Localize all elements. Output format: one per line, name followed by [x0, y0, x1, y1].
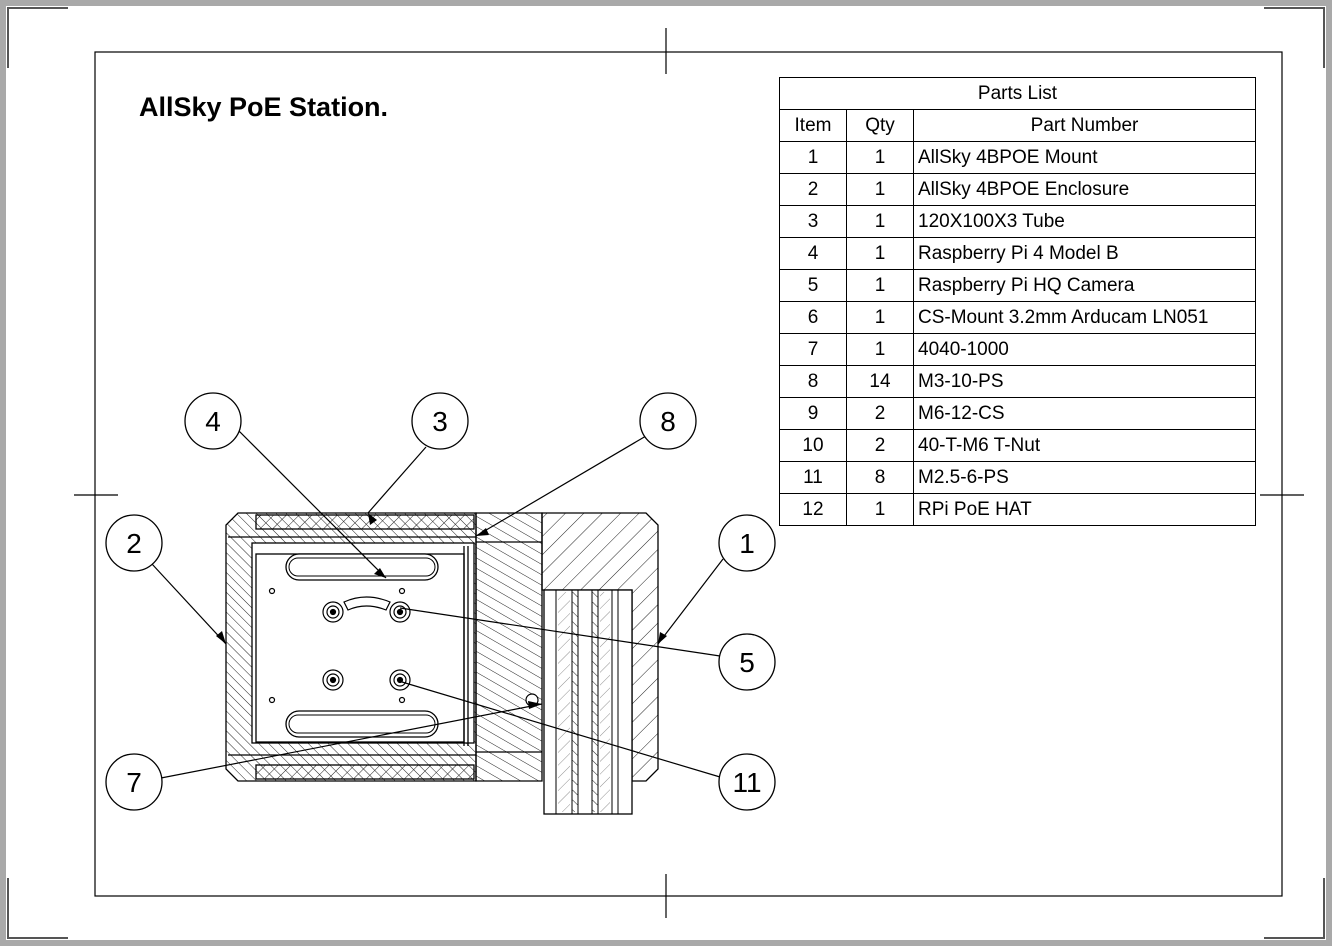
- item-cell: 12: [779, 493, 847, 526]
- item-cell: 6: [779, 301, 847, 334]
- balloon-label: 8: [660, 406, 676, 437]
- item-cell: 9: [779, 397, 847, 430]
- part-number-cell: Raspberry Pi HQ Camera: [913, 269, 1256, 302]
- qty-cell: 1: [846, 237, 914, 270]
- item-cell: 7: [779, 333, 847, 366]
- qty-cell: 1: [846, 269, 914, 302]
- center-marks: [74, 28, 1304, 918]
- leader-lines: [151, 421, 724, 779]
- item-cell: 11: [779, 461, 847, 494]
- tube-top: [255, 514, 475, 530]
- qty-cell: 1: [846, 141, 914, 174]
- balloon-label: 5: [739, 647, 755, 678]
- qty-cell: 1: [846, 173, 914, 206]
- technical-drawing: 4 3 8 2 1 5 7 11: [7, 7, 1325, 939]
- standoffs: [268, 587, 539, 707]
- tube-bottom: [255, 764, 475, 780]
- balloon-label: 3: [432, 406, 448, 437]
- balloon-11: [718, 753, 776, 811]
- balloon-label: 1: [739, 528, 755, 559]
- qty-cell: 8: [846, 461, 914, 494]
- part-number-cell: 4040-1000: [913, 333, 1256, 366]
- item-cell: 8: [779, 365, 847, 398]
- item-cell: 1: [779, 141, 847, 174]
- mount-middle: [475, 512, 543, 782]
- balloon-7: [105, 753, 163, 811]
- balloon-label: 7: [126, 767, 142, 798]
- trim-marks: [7, 7, 1325, 939]
- part-number-cell: RPi PoE HAT: [913, 493, 1256, 526]
- part-number-cell: 120X100X3 Tube: [913, 205, 1256, 238]
- column-header-part-number: Part Number: [913, 109, 1256, 142]
- part-number-cell: Raspberry Pi 4 Model B: [913, 237, 1256, 270]
- balloon-2: [105, 514, 163, 572]
- balloon-8: [639, 392, 697, 450]
- item-cell: 5: [779, 269, 847, 302]
- part-number-cell: AllSky 4BPOE Mount: [913, 141, 1256, 174]
- part-number-cell: M6-12-CS: [913, 397, 1256, 430]
- part-number-cell: M3-10-PS: [913, 365, 1256, 398]
- balloon-5: [718, 633, 776, 691]
- qty-cell: 2: [846, 429, 914, 462]
- qty-cell: 1: [846, 301, 914, 334]
- balloon-3: [411, 392, 469, 450]
- section-view: [225, 512, 659, 815]
- balloon-label: 4: [205, 406, 221, 437]
- balloon-labels: 4 3 8 2 1 5 7 11: [126, 406, 761, 798]
- balloon-4: [184, 392, 242, 450]
- drawing-title: AllSky PoE Station.: [139, 92, 389, 122]
- balloon-1: [718, 514, 776, 572]
- balloon-label: 2: [126, 528, 142, 559]
- qty-cell: 1: [846, 205, 914, 238]
- qty-cell: 1: [846, 493, 914, 526]
- leader-arrows: [216, 513, 667, 709]
- balloons: [105, 392, 776, 811]
- drawing-border: [94, 51, 1283, 897]
- part-number-cell: AllSky 4BPOE Enclosure: [913, 173, 1256, 206]
- extrusion-4040: [543, 589, 633, 815]
- part-number-cell: M2.5-6-PS: [913, 461, 1256, 494]
- balloon-label: 11: [732, 767, 761, 798]
- item-cell: 3: [779, 205, 847, 238]
- part-number-cell: 40-T-M6 T-Nut: [913, 429, 1256, 462]
- qty-cell: 2: [846, 397, 914, 430]
- drawing-sheet: 4 3 8 2 1 5 7 11 AllSky PoE Station. Par…: [6, 6, 1326, 940]
- part-number-cell: CS-Mount 3.2mm Arducam LN051: [913, 301, 1256, 334]
- item-cell: 2: [779, 173, 847, 206]
- qty-cell: 1: [846, 333, 914, 366]
- parts-list-caption: Parts List: [779, 77, 1256, 110]
- column-header-item: Item: [779, 109, 847, 142]
- qty-cell: 14: [846, 365, 914, 398]
- item-cell: 4: [779, 237, 847, 270]
- item-cell: 10: [779, 429, 847, 462]
- column-header-qty: Qty: [846, 109, 914, 142]
